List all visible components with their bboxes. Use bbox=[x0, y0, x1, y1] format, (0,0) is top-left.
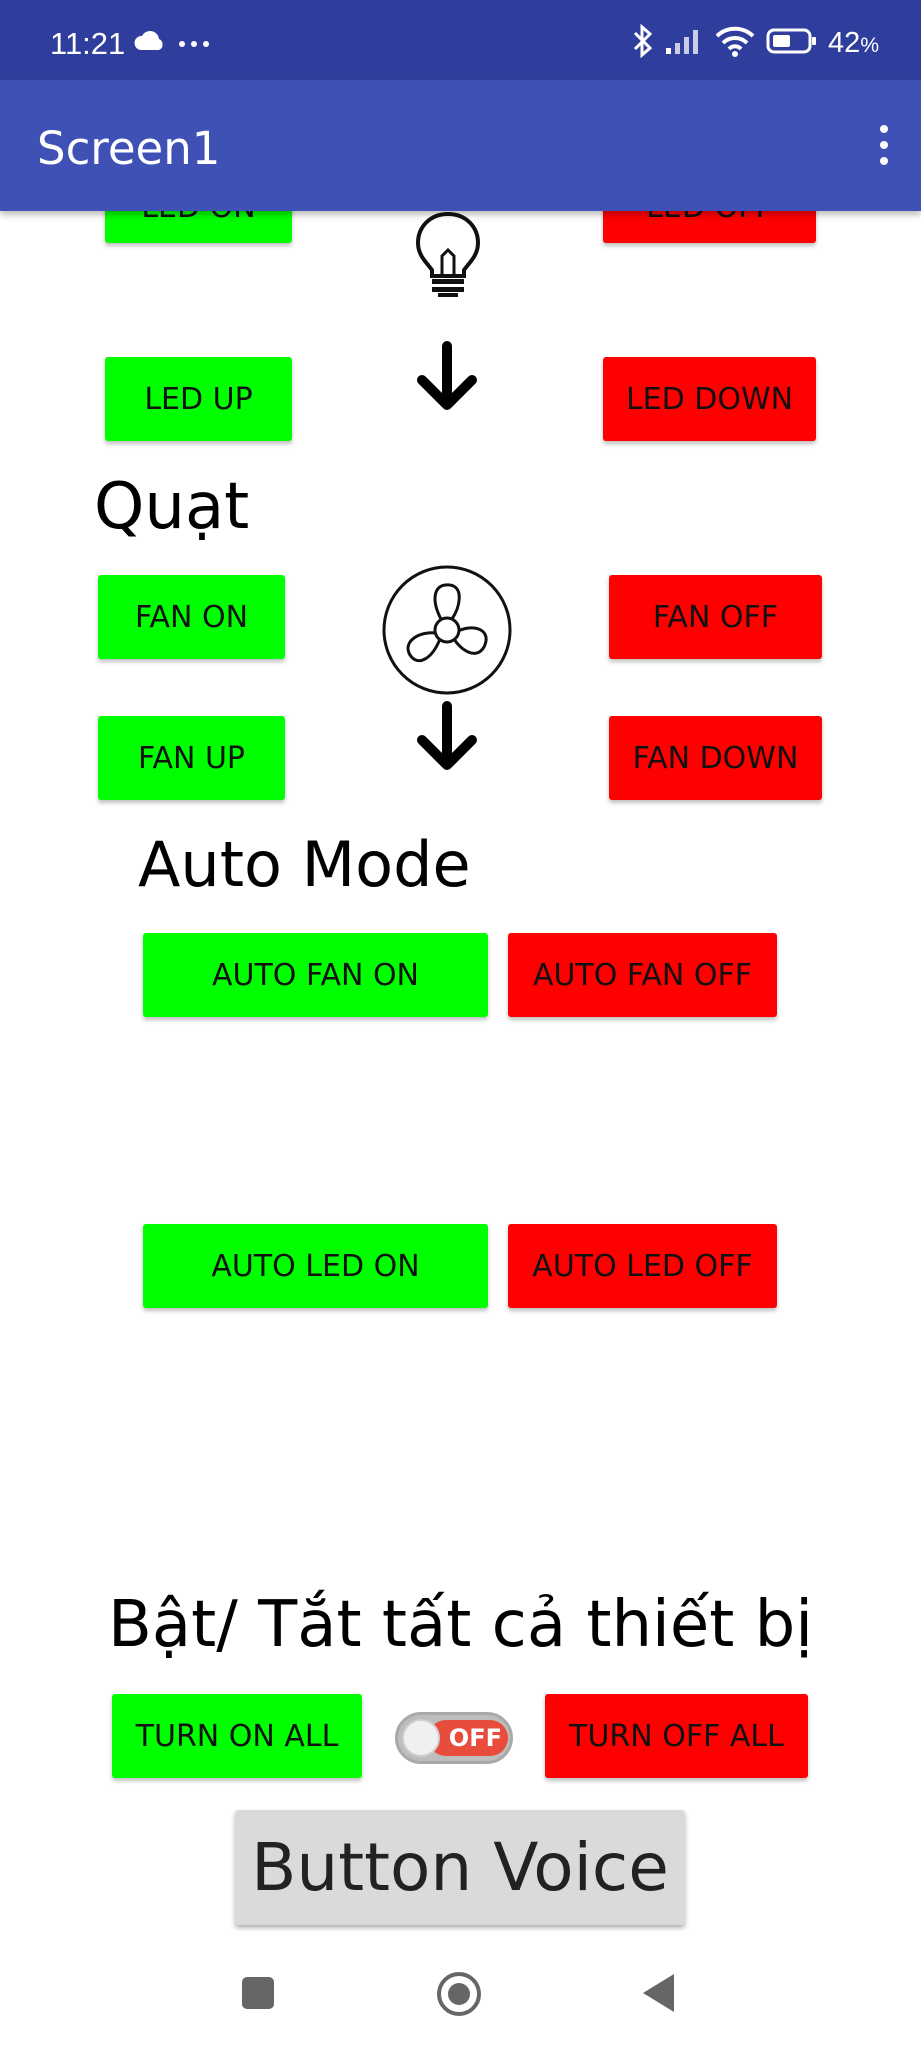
auto-fan-off-label: AUTO FAN OFF bbox=[532, 957, 753, 993]
status-time: 11:21 bbox=[50, 26, 126, 61]
turn-off-all-button[interactable]: TURN OFF ALL bbox=[545, 1694, 808, 1778]
fan-off-label: FAN OFF bbox=[652, 599, 779, 635]
status-icons: 42% bbox=[632, 23, 879, 62]
navigation-bar bbox=[0, 1940, 921, 2048]
wifi-icon bbox=[714, 25, 756, 61]
arrow-down-icon bbox=[412, 340, 482, 420]
status-bar: 11:21 42% bbox=[0, 0, 921, 80]
fan-on-button[interactable]: FAN ON bbox=[98, 575, 285, 659]
voice-button[interactable]: Button Voice bbox=[235, 1810, 685, 1925]
turn-off-all-label: TURN OFF ALL bbox=[569, 1718, 784, 1754]
auto-fan-off-button[interactable]: AUTO FAN OFF bbox=[508, 933, 777, 1017]
toggle-knob bbox=[402, 1719, 440, 1757]
lightbulb-icon bbox=[412, 210, 484, 304]
arrow-down-icon bbox=[412, 700, 482, 780]
home-icon[interactable] bbox=[435, 1970, 483, 2022]
more-notifications-icon bbox=[178, 30, 210, 54]
auto-led-off-button[interactable]: AUTO LED OFF bbox=[508, 1224, 777, 1308]
led-down-label: LED DOWN bbox=[625, 381, 794, 417]
signal-icon bbox=[664, 26, 704, 60]
auto-fan-on-label: AUTO FAN ON bbox=[211, 957, 419, 993]
recent-apps-icon[interactable] bbox=[240, 1975, 276, 2015]
turn-on-all-button[interactable]: TURN ON ALL bbox=[112, 1694, 362, 1778]
battery-percent: 42% bbox=[828, 26, 879, 59]
overflow-menu-icon[interactable] bbox=[869, 120, 899, 170]
led-down-button[interactable]: LED DOWN bbox=[603, 357, 816, 441]
battery-icon bbox=[766, 27, 818, 59]
all-devices-heading: Bật/ Tắt tất cả thiết bị bbox=[108, 1588, 814, 1662]
cloud-icon bbox=[133, 30, 165, 56]
auto-led-on-button[interactable]: AUTO LED ON bbox=[143, 1224, 488, 1308]
app-title: Screen1 bbox=[37, 122, 221, 175]
fan-off-button[interactable]: FAN OFF bbox=[609, 575, 822, 659]
fan-down-button[interactable]: FAN DOWN bbox=[609, 716, 822, 800]
auto-led-off-label: AUTO LED OFF bbox=[532, 1248, 753, 1284]
app-bar: Screen1 bbox=[0, 80, 921, 211]
auto-mode-heading: Auto Mode bbox=[138, 828, 471, 901]
auto-fan-on-button[interactable]: AUTO FAN ON bbox=[143, 933, 488, 1017]
turn-on-all-label: TURN ON ALL bbox=[135, 1718, 339, 1754]
fan-up-label: FAN UP bbox=[137, 740, 246, 776]
fan-icon bbox=[380, 563, 514, 701]
fan-on-label: FAN ON bbox=[134, 599, 249, 635]
led-up-label: LED UP bbox=[144, 381, 253, 417]
bluetooth-icon bbox=[632, 23, 654, 62]
fan-heading: Quạt bbox=[94, 470, 250, 544]
voice-button-label: Button Voice bbox=[251, 1829, 669, 1906]
fan-down-label: FAN DOWN bbox=[632, 740, 799, 776]
fan-up-button[interactable]: FAN UP bbox=[98, 716, 285, 800]
back-icon[interactable] bbox=[640, 1972, 676, 2018]
toggle-state-label: OFF bbox=[428, 1720, 508, 1756]
all-devices-toggle[interactable]: OFF bbox=[395, 1712, 513, 1764]
auto-led-on-label: AUTO LED ON bbox=[211, 1248, 420, 1284]
led-up-button[interactable]: LED UP bbox=[105, 357, 292, 441]
